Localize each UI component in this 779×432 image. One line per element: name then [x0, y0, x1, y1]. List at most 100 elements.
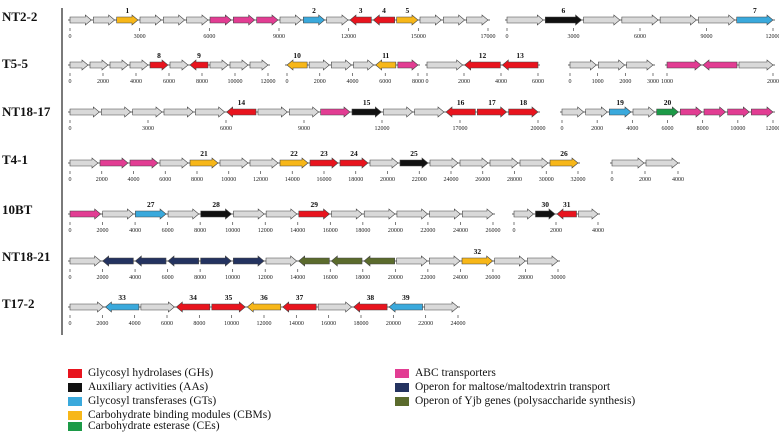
scale-tick-label: 0 [426, 79, 429, 85]
gene-arrow-pink [702, 59, 738, 71]
gene-number-label: 30 [542, 200, 550, 209]
gene-number-label: 8 [157, 51, 161, 60]
strain-label: NT18-21 [2, 249, 50, 264]
legend-swatch-pink [395, 368, 409, 378]
gene-number-label: 4 [382, 6, 386, 15]
gene-arrow-grey [621, 14, 659, 26]
scale-tick-label: 16000 [317, 177, 332, 183]
scale-tick-label: 4000 [130, 79, 142, 85]
gene-arrow-grey [738, 59, 774, 71]
scale-tick-label: 16000 [323, 228, 338, 234]
gene-number-label: 7 [753, 6, 757, 15]
scale-tick-label: 10000 [730, 126, 745, 132]
legend-item-gh: Glycosyl hydrolases (GHs) [68, 367, 213, 379]
scale-tick-label: 10000 [225, 228, 240, 234]
scale-tick-label: 8000 [191, 177, 203, 183]
gene-arrow-olive [298, 255, 330, 267]
legend-item-yjb: Operon of Yjb genes (polysaccharide synt… [395, 395, 635, 407]
gene-number-label: 13 [516, 51, 524, 60]
scale-tick-label: 17000 [481, 34, 496, 40]
gene-arrow-grey [233, 208, 265, 220]
gene-number-label: 25 [410, 149, 418, 158]
gene-arrow-blue [303, 14, 326, 26]
scale-tick-label: 6000 [634, 34, 646, 40]
scale-tick-label: 12000 [253, 177, 268, 183]
scale-tick-label: 6000 [662, 126, 674, 132]
scale-tick-label: 22000 [420, 275, 435, 281]
gene-arrow-red [508, 106, 539, 118]
scale-tick-label: 10000 [221, 177, 236, 183]
gene-arrow-navy [134, 255, 167, 267]
scale-tick-label: 0 [561, 126, 564, 132]
gene-arrow-grey [331, 59, 352, 71]
gene-arrow-grey [578, 208, 599, 220]
scale-tick-label: 9000 [273, 34, 285, 40]
scale-tick-label: 0 [69, 34, 72, 40]
gene-arrow-green [656, 106, 679, 118]
gene-arrow-grey [163, 106, 194, 118]
scale-tick-label: 10000 [225, 275, 240, 281]
gene-number-label: 9 [197, 51, 201, 60]
gene-arrow-grey [459, 157, 489, 169]
gene-arrow-grey [139, 14, 162, 26]
scale-tick-label: 16000 [321, 321, 336, 327]
gene-number-label: 6 [562, 6, 566, 15]
legend-label: Auxiliary activities (AAs) [88, 381, 209, 393]
gene-arrow-grey [583, 14, 621, 26]
scale-tick-label: 28000 [507, 177, 522, 183]
gene-arrow-grey [209, 59, 229, 71]
scale-tick-label: 8000 [193, 321, 205, 327]
gene-number-label: 12 [479, 51, 487, 60]
gene-arrow-yellow [116, 14, 139, 26]
scale-tick-label: 2000 [314, 79, 326, 85]
scale-tick-label: 12000 [261, 79, 276, 85]
scale-tick-label: 6000 [163, 79, 175, 85]
scale-tick-label: 24000 [453, 228, 468, 234]
scale-tick-label: 8000 [412, 79, 424, 85]
scale-tick-label: 0 [69, 177, 72, 183]
strain-label: 10BT [2, 202, 33, 217]
scale-tick-label: 22000 [420, 228, 435, 234]
gene-arrow-red [226, 106, 257, 118]
gene-number-label: 11 [382, 51, 389, 60]
strain-label: T17-2 [2, 296, 35, 311]
gene-arrow-grey [585, 106, 608, 118]
gene-arrow-grey [414, 106, 445, 118]
gene-number-label: 24 [350, 149, 358, 158]
gene-arrow-grey [249, 157, 279, 169]
scale-tick-label: 20000 [531, 126, 546, 132]
scale-tick-label: 26000 [485, 275, 500, 281]
gene-arrow-grey [195, 106, 226, 118]
legend-swatch-green [68, 421, 82, 431]
gene-number-label: 2 [312, 6, 316, 15]
scale-tick-label: 6000 [532, 79, 544, 85]
gene-arrow-grey [317, 301, 353, 313]
gene-arrow-yellow [279, 157, 309, 169]
scale-tick-label: 2000 [767, 79, 779, 85]
scale-tick-label: 0 [69, 275, 72, 281]
legend-swatch-yellow [68, 410, 82, 420]
gene-arrow-grey [443, 14, 466, 26]
gene-arrow-grey [265, 208, 298, 220]
scale-tick-label: 20000 [386, 321, 401, 327]
scale-tick-label: 4000 [129, 228, 141, 234]
gene-number-label: 21 [200, 149, 208, 158]
gene-arrow-red [477, 106, 508, 118]
legend-swatch-navy [395, 382, 409, 392]
scale-tick-label: 8000 [196, 79, 208, 85]
gene-arrow-red [149, 59, 169, 71]
legend-label: Glycosyl hydrolases (GHs) [88, 367, 214, 379]
scale-tick-label: 2000 [639, 177, 651, 183]
scale-tick-label: 0 [69, 126, 72, 132]
gene-arrow-black [544, 14, 583, 26]
scale-tick-label: 18000 [354, 321, 369, 327]
scale-tick-label: 24000 [444, 177, 459, 183]
gene-arrow-grey [69, 157, 99, 169]
gene-number-label: 19 [616, 98, 624, 107]
gene-arrow-grey [140, 301, 175, 313]
scale-tick-label: 26000 [486, 228, 501, 234]
scale-tick-label: 6000 [203, 34, 215, 40]
gene-arrow-grey [489, 157, 519, 169]
scale-tick-label: 14000 [290, 228, 305, 234]
gene-arrow-pink [233, 14, 256, 26]
